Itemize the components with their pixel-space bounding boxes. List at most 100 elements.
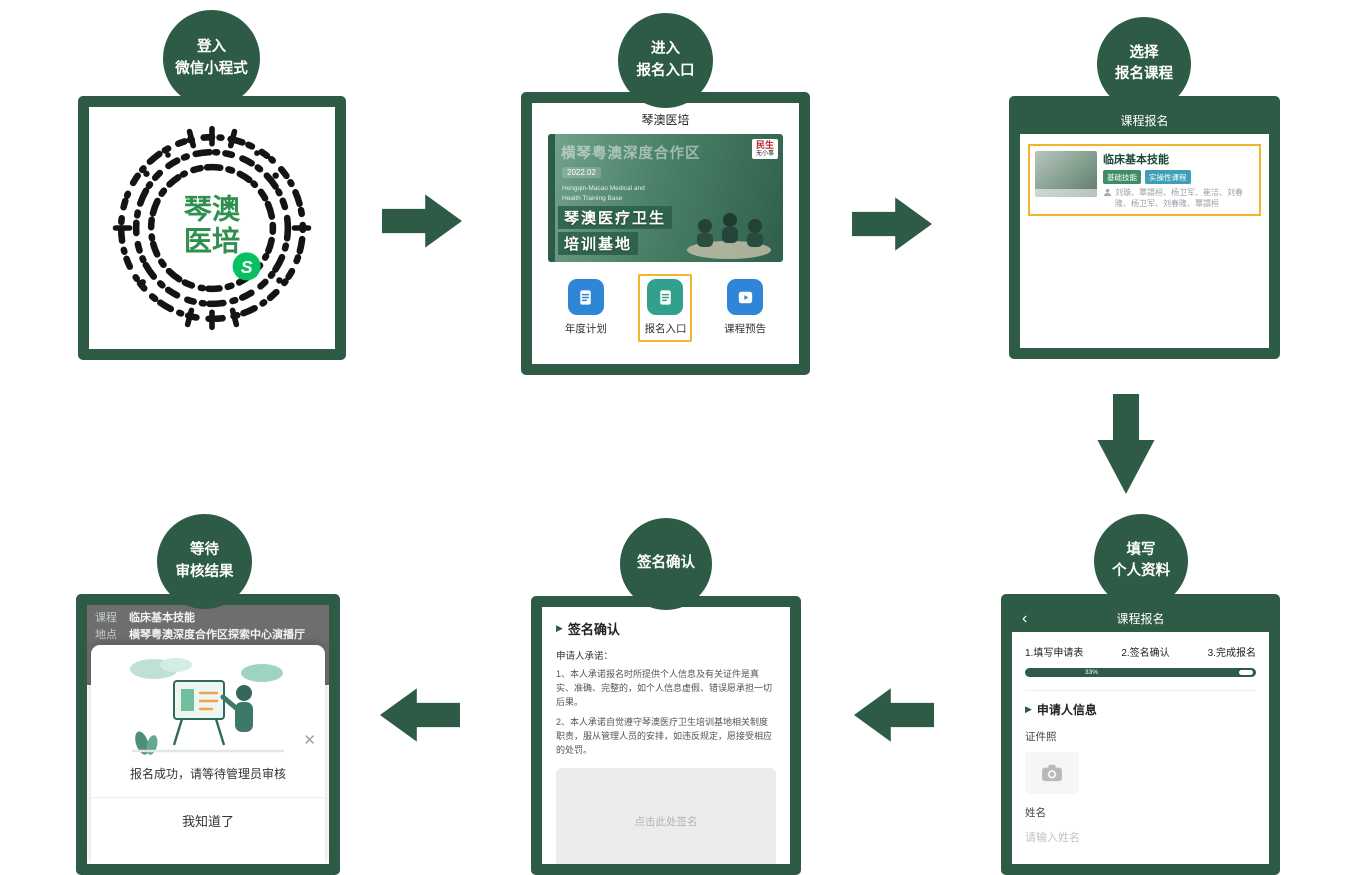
form-step-1: 1.填写申请表 <box>1025 648 1084 659</box>
course-tags: 基础技能 实操性课程 <box>1103 170 1254 184</box>
detail-value: 横琴粤澳深度合作区探索中心演播厅 <box>129 628 305 641</box>
badge-line: 选择 <box>1129 44 1159 61</box>
course-tag-basic: 基础技能 <box>1103 170 1141 184</box>
step-badge-login: 登入 微信小程式 <box>163 10 260 107</box>
form-progress-remainder <box>1239 670 1253 675</box>
panel-review-result: 课程 临床基本技能 地点 横琴粤澳深度合作区探索中心演播厅 <box>76 594 340 875</box>
course-preview-label: 课程预告 <box>724 323 767 335</box>
banner-english-caption: Hengqin-Macao Medical and Health Trainin… <box>562 184 645 204</box>
badge-line: 登入 <box>197 39 226 56</box>
arrow-left-2 <box>380 688 460 742</box>
badge-line: 等待 <box>190 542 219 559</box>
banner-en-line1: Hengqin-Macao Medical and <box>562 185 645 192</box>
form-step-2: 2.签名确认 <box>1121 648 1170 659</box>
course-preview-icon <box>727 279 764 315</box>
detail-row-location: 地点 横琴粤澳深度合作区探索中心演播厅 <box>95 627 321 644</box>
course-teachers: 刘璇、覃譞桓、杨卫军、崔洁、刘春隆、杨卫军、刘春隆、覃譞桓 <box>1103 187 1254 209</box>
course-list-header: 课程报名 <box>1020 107 1269 134</box>
applicant-info-title-text: 申请人信息 <box>1036 703 1097 717</box>
detail-value: 临床基本技能 <box>129 612 195 624</box>
qr-center-text-bottom: 医培 <box>184 224 240 256</box>
miniprogram-logo-letter: S <box>241 257 253 277</box>
step-badge-signature: 签名确认 <box>620 518 712 610</box>
annual-plan-icon <box>567 279 604 315</box>
qr-center-text-top: 琴澳 <box>184 194 241 225</box>
promise-clause-1: 1、本人承诺报名时所提供个人信息及有关证件是真实、准确、完整的，如个人信息虚假、… <box>556 669 773 707</box>
detail-label: 地点 <box>95 628 117 641</box>
entry-icon-row: 年度计划 报名入口 课程预告 <box>532 274 799 342</box>
badge-line: 审核结果 <box>175 563 234 580</box>
badge-line: 报名课程 <box>1115 66 1173 82</box>
success-dialog: ✕ 报名成功，请等待管理员审核 我知道了 <box>91 645 325 864</box>
course-list-title: 课程报名 <box>1120 114 1169 128</box>
name-input[interactable]: 请输入姓名 <box>1025 832 1080 844</box>
banner-watermark: 横琴粤澳深度合作区 <box>561 146 701 162</box>
section-arrow-icon: ▶ <box>556 623 563 633</box>
banner-cn-line2: 培训基地 <box>558 232 639 255</box>
banner-corner-line1: 民生 <box>755 140 774 150</box>
signup-entry-button[interactable]: 报名入口 <box>633 274 697 342</box>
thumbnail-caption-bar <box>1035 189 1097 197</box>
signup-entry-label: 报名入口 <box>644 323 687 335</box>
section-arrow-icon: ▶ <box>1025 704 1032 714</box>
close-icon[interactable]: ✕ <box>303 732 316 749</box>
banner-cn-title: 琴澳医疗卫生 培训基地 <box>558 206 673 258</box>
promise-clause-2: 2、本人承诺自觉遵守琴澳医疗卫生培训基地相关制度职责，服从管理人员的安排，如违反… <box>556 716 773 755</box>
signature-placeholder-text: 点击此处签名 <box>634 816 698 829</box>
course-preview-button[interactable]: 课程预告 <box>713 279 777 336</box>
course-teachers-text: 刘璇、覃譞桓、杨卫军、崔洁、刘春隆、杨卫军、刘春隆、覃譞桓 <box>1115 188 1243 209</box>
banner-side-strip <box>548 134 555 262</box>
detail-row-course: 课程 临床基本技能 <box>95 610 321 627</box>
annual-plan-button[interactable]: 年度计划 <box>554 279 618 336</box>
panel-entry-screen: 琴澳医培 横琴粤澳深度合作区 2022.02 Hengqin-Macao Med… <box>521 92 810 375</box>
badge-line: 进入 <box>651 41 680 58</box>
dialog-divider <box>91 797 325 798</box>
form-step-3: 3.完成报名 <box>1207 648 1256 659</box>
panel-course-list: 课程报名 临床基本技能 基础技能 实操性课程 刘璇、覃譞桓、杨卫军、崔洁、刘春隆… <box>1009 96 1280 359</box>
signup-highlight-box <box>638 274 693 342</box>
form-header-title: 课程报名 <box>1116 612 1165 626</box>
form-divider <box>1025 690 1256 691</box>
badge-line: 个人资料 <box>1112 563 1170 579</box>
training-base-banner: 横琴粤澳深度合作区 2022.02 Hengqin-Macao Medical … <box>548 134 783 262</box>
step-badge-wait-review: 等待 审核结果 <box>157 514 252 609</box>
arrow-down <box>1097 394 1155 494</box>
step-badge-fill-info: 填写 个人资料 <box>1094 514 1188 608</box>
back-chevron-icon[interactable]: ‹ <box>1022 609 1028 627</box>
form-step-indicator: 1.填写申请表 2.签名确认 3.完成报名 <box>1025 644 1256 659</box>
promise-label: 申请人承诺： <box>556 651 614 662</box>
applicant-info-section-title: ▶ 申请人信息 <box>1025 701 1256 718</box>
arrow-left-1 <box>854 688 934 742</box>
photo-field-label: 证件照 <box>1025 731 1057 743</box>
course-tag-practical: 实操性课程 <box>1145 170 1191 184</box>
badge-line: 微信小程式 <box>175 60 248 77</box>
badge-line: 签名确认 <box>637 555 695 572</box>
photo-upload-button[interactable] <box>1025 752 1079 794</box>
success-message: 报名成功，请等待管理员审核 <box>129 767 286 781</box>
badge-line: 报名入口 <box>636 62 695 79</box>
banner-corner-line2: 无小事 <box>755 150 774 157</box>
course-card[interactable]: 临床基本技能 基础技能 实操性课程 刘璇、覃譞桓、杨卫军、崔洁、刘春隆、杨卫军、… <box>1028 144 1261 217</box>
step-badge-select-course: 选择 报名课程 <box>1097 17 1191 111</box>
signature-section-title: ▶ 签名确认 <box>556 619 776 638</box>
form-header: ‹ 课程报名 <box>1012 605 1269 632</box>
person-icon <box>1103 188 1112 197</box>
camera-icon <box>1042 764 1062 782</box>
miniprogram-title: 琴澳医培 <box>641 113 690 127</box>
banner-date-tag: 2022.02 <box>562 167 601 178</box>
badge-line: 填写 <box>1126 541 1156 558</box>
course-thumbnail <box>1035 151 1097 197</box>
detail-label: 课程 <box>95 612 117 624</box>
panel-qr-code: 琴澳 医培 S <box>78 96 346 360</box>
wechat-minicode-icon[interactable]: 琴澳 医培 S <box>109 125 315 331</box>
confirm-button[interactable]: 我知道了 <box>181 814 234 829</box>
name-field-label: 姓名 <box>1025 807 1046 819</box>
arrow-right-2 <box>852 197 932 251</box>
panel-signature-confirm: ▶ 签名确认 申请人承诺： 1、本人承诺报名时所提供个人信息及有关证件是真实、准… <box>531 596 801 875</box>
panel-personal-info-form: ‹ 课程报名 1.填写申请表 2.签名确认 3.完成报名 33% ▶ 申请人信息 <box>1001 594 1280 875</box>
annual-plan-label: 年度计划 <box>564 323 607 335</box>
form-progress-label: 33% <box>1085 669 1099 676</box>
success-illustration <box>130 658 284 755</box>
signature-pad[interactable]: 点击此处签名 <box>556 767 776 864</box>
